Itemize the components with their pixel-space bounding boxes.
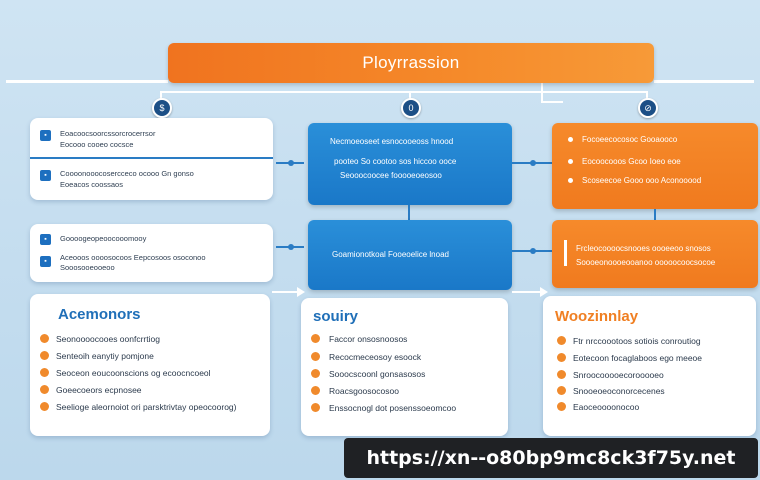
bullet-icon bbox=[311, 386, 320, 395]
bullet-icon bbox=[40, 402, 49, 411]
right-box2-line1: Frcleocoooocsnooes oooeeoo snosos bbox=[576, 244, 711, 253]
circle-node-icon: 0 bbox=[401, 98, 421, 118]
connector-dot bbox=[288, 244, 294, 250]
right-box1-line2: Eocoocooos Gcoo Ioeo eoe bbox=[582, 157, 681, 166]
document-icon: ▪ bbox=[40, 256, 51, 267]
bullet-icon bbox=[311, 334, 320, 343]
arrow-right-icon bbox=[540, 287, 548, 297]
left-card-item: Seoceon eoucoonscions og ecoocncoeol bbox=[56, 368, 211, 378]
right-box-1: Focoeecocosoc Gooaooco Eocoocooos Gcoo I… bbox=[552, 123, 758, 209]
left-box-2: ▪ Goooogeopeoocooomooy ▪ Aceooos oooosoc… bbox=[30, 224, 273, 282]
left-card-item: Goeecoeors ecpnosee bbox=[56, 385, 142, 395]
document-icon: ▪ bbox=[40, 234, 51, 245]
left-card: Acemonors Seonoooocooes oonfcrrtiog Sent… bbox=[30, 294, 270, 436]
right-card-item: Ftr nrccoootoos sotiois conroutiog bbox=[573, 336, 701, 346]
bullet-icon bbox=[568, 159, 573, 164]
left-box1-line2: Eocooo cooeo cocsce bbox=[60, 140, 134, 149]
right-box2-line2: Soooeonoooeooanoo ooooocoocsocoe bbox=[576, 258, 716, 267]
middle-card-item: Roacsgoosocosoo bbox=[329, 386, 399, 396]
left-box1-line4: Eoeacos coossaos bbox=[60, 180, 123, 189]
bullet-icon bbox=[311, 369, 320, 378]
bullet-icon bbox=[311, 352, 320, 361]
connector-dot bbox=[530, 160, 536, 166]
right-box1-line1: Focoeecocosoc Gooaooco bbox=[582, 135, 678, 144]
middle-card-heading: souiry bbox=[313, 308, 359, 325]
document-icon: ▪ bbox=[40, 130, 51, 141]
middle-card: souiry Faccor onsosnoosos Recocmeceosoy … bbox=[301, 298, 508, 436]
diagram-title-bar: Ployrrassion bbox=[168, 43, 654, 83]
bullet-icon bbox=[568, 137, 573, 142]
bullet-icon bbox=[568, 178, 573, 183]
right-box-2: Frcleocoooocsnooes oooeeoo snosos Soooeo… bbox=[552, 220, 758, 288]
left-card-heading: Acemonors bbox=[58, 306, 141, 323]
arrow-right-icon bbox=[297, 287, 305, 297]
top-connector-line-left bbox=[6, 80, 168, 83]
branch-line bbox=[160, 91, 648, 93]
connector-dot bbox=[288, 160, 294, 166]
right-card-heading: Woozinnlay bbox=[555, 308, 639, 325]
slash-node-icon: ⊘ bbox=[638, 98, 658, 118]
document-icon: ▪ bbox=[40, 170, 51, 181]
right-card: Woozinnlay Ftr nrccoootoos sotiois conro… bbox=[543, 296, 756, 436]
bullet-icon bbox=[311, 403, 320, 412]
left-box-1: ▪ Eoacoocsoorcssorcrocerrsor Eocooo cooe… bbox=[30, 118, 273, 200]
drop-line-h bbox=[541, 101, 563, 103]
left-box-divider bbox=[30, 157, 273, 159]
left-box1-line3: Coooonooocosercceco ocooo Gn gonso bbox=[60, 169, 194, 178]
left-card-item: Senteoih eanytiy pomjone bbox=[56, 351, 154, 361]
bullet-icon bbox=[557, 386, 566, 395]
bullet-icon bbox=[40, 385, 49, 394]
right-vertical-connector bbox=[654, 209, 656, 221]
watermark-url: https://xn--o80bp9mc8ck3f75y.net bbox=[366, 447, 736, 469]
middle-box1-line3: Seooocoocee fooooeoeosoo bbox=[340, 171, 442, 180]
middle-card-item: Recocmeceosoy esoock bbox=[329, 352, 422, 362]
middle-box-2: Goamionotkoal Fooeoelice lnoad bbox=[308, 220, 512, 290]
right-card-item: Eotecoon focaglaboos ego meeoe bbox=[573, 353, 703, 363]
middle-card-item: Enssocnogl dot posenssoeomcoo bbox=[329, 403, 457, 413]
middle-box1-line1: Necmoeoseet esnocooeoss hnood bbox=[330, 137, 454, 146]
bullet-icon bbox=[557, 370, 566, 379]
left-box2-line2: Aceooos oooosocoos Eepcosoos osoconoo bbox=[60, 253, 206, 262]
left-card-item: Seelioge aleornoiot ori parsktrivtay ope… bbox=[56, 402, 237, 412]
diagram-title: Ployrrassion bbox=[362, 53, 460, 72]
dollar-node-icon: $ bbox=[152, 98, 172, 118]
watermark-url-bar: https://xn--o80bp9mc8ck3f75y.net bbox=[344, 438, 758, 478]
middle-card-item: Faccor onsosnoosos bbox=[329, 334, 408, 344]
right-card-item: Eaoceoooonocoo bbox=[573, 402, 640, 412]
drop-line bbox=[541, 83, 543, 103]
box-marker bbox=[564, 240, 567, 266]
arrow-shaft bbox=[512, 291, 542, 293]
bullet-icon bbox=[40, 334, 49, 343]
left-box2-line3: Sooosooeooeoo bbox=[60, 263, 115, 272]
bullet-icon bbox=[557, 336, 566, 345]
left-box2-line1: Goooogeopeoocooomooy bbox=[60, 234, 147, 243]
middle-card-item: Sooocscoonl gonsasosos bbox=[329, 369, 426, 379]
right-card-item: Snooeoeoconorcecenes bbox=[573, 386, 665, 396]
right-box1-line3: Scoseecoe Gooo ooo Aconooood bbox=[582, 176, 702, 185]
right-card-item: Snroocooooecorooooeo bbox=[573, 370, 664, 380]
middle-vertical-connector bbox=[408, 205, 410, 220]
middle-box2-line1: Goamionotkoal Fooeoelice lnoad bbox=[332, 250, 449, 259]
bullet-icon bbox=[40, 368, 49, 377]
middle-box1-line2: pooteo So cootoo sos hiccoo ooce bbox=[334, 157, 457, 166]
bullet-icon bbox=[557, 402, 566, 411]
left-box1-line1: Eoacoocsoorcssorcrocerrsor bbox=[60, 129, 156, 138]
arrow-shaft bbox=[272, 291, 300, 293]
bullet-icon bbox=[557, 353, 566, 362]
middle-box-1: Necmoeoseet esnocooeoss hnood pooteo So … bbox=[308, 123, 512, 205]
top-connector-line-right bbox=[654, 80, 754, 83]
connector-dot bbox=[530, 248, 536, 254]
left-card-item: Seonoooocooes oonfcrrtiog bbox=[56, 334, 160, 344]
bullet-icon bbox=[40, 351, 49, 360]
